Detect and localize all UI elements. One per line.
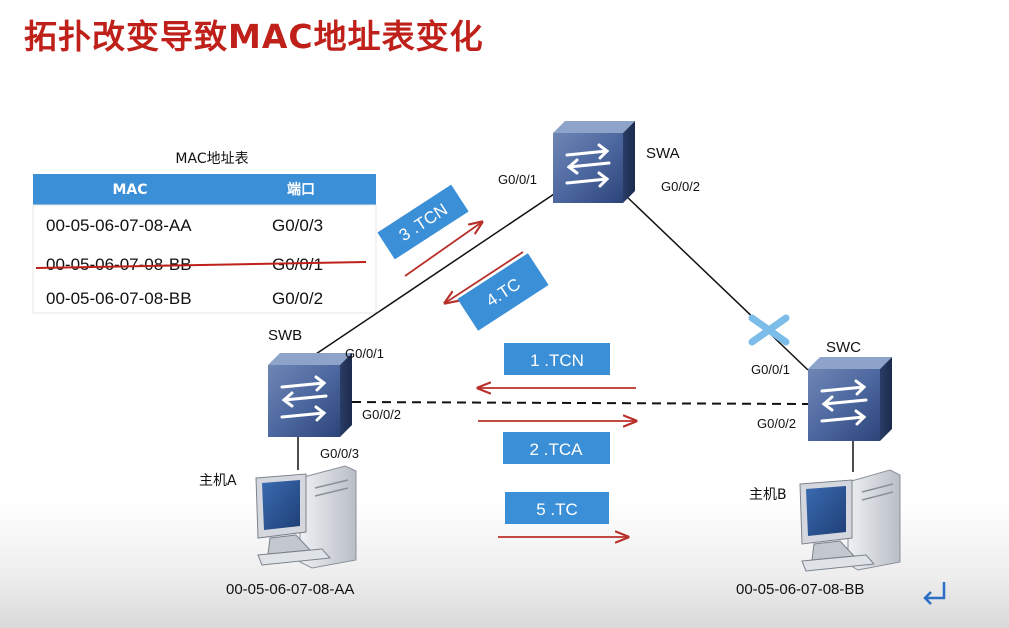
computer-icon: [255, 465, 357, 569]
column-header-port: 端口: [287, 181, 315, 198]
port-label: G0/0/1: [498, 172, 537, 187]
strikethrough-line: [35, 261, 367, 269]
host-name: 主机A: [199, 473, 237, 489]
table-row: 00-05-06-07-08-BB G0/0/2: [46, 289, 323, 308]
port-label: G0/0/2: [757, 416, 796, 431]
host-a: 主机A 00-05-06-07-08-AA: [199, 465, 357, 598]
link-failure-icon: [748, 314, 790, 346]
switch-icon: [808, 369, 880, 441]
mac-table-caption: MAC地址表: [175, 151, 248, 167]
mac-table-body: [32, 204, 377, 314]
page-title: 拓扑改变导致MAC地址表变化: [24, 17, 484, 56]
table-cell-mac: 00-05-06-07-08-BB: [46, 255, 192, 274]
message-1-tcn: 1 .TCN: [504, 343, 610, 375]
message-4-tc: 4.TC: [457, 253, 549, 331]
port-label: G0/0/3: [320, 446, 359, 461]
return-arrow-icon[interactable]: [923, 582, 946, 605]
host-mac: 00-05-06-07-08-AA: [226, 581, 354, 598]
table-cell-port: G0/0/1: [272, 255, 323, 274]
table-row: 00-05-06-07-08-BB G0/0/1: [35, 255, 367, 274]
table-row: 00-05-06-07-08-AA G0/0/3: [46, 216, 323, 235]
switch-icon: [553, 133, 623, 203]
arrow-3-tcn: [404, 222, 482, 277]
table-cell-port: G0/0/3: [272, 216, 323, 235]
host-b: 主机B 00-05-06-07-08-BB: [736, 469, 901, 598]
message-label: 2 .TCA: [530, 440, 584, 459]
computer-icon: [799, 469, 901, 572]
switch-name-swc: SWC: [826, 339, 861, 356]
switch-name-swa: SWA: [646, 145, 680, 162]
port-label: G0/0/1: [345, 346, 384, 361]
message-5-tc: 5 .TC: [505, 492, 609, 524]
link-swb-swa: [309, 189, 561, 359]
mac-table: MAC地址表 MAC 端口 00-05-06-07-08-AA G0/0/3 0…: [32, 151, 377, 314]
table-cell-mac: 00-05-06-07-08-BB: [46, 289, 192, 308]
arrow-4-tc: [445, 251, 524, 303]
table-cell-mac: 00-05-06-07-08-AA: [46, 216, 192, 235]
switch-swb: [268, 353, 352, 437]
message-2-tca: 2 .TCA: [503, 432, 610, 464]
switch-swc: [808, 357, 892, 441]
table-cell-port: G0/0/2: [272, 289, 323, 308]
message-3-tcn: 3 .TCN: [377, 184, 469, 260]
port-label: G0/0/2: [661, 179, 700, 194]
port-label: G0/0/2: [362, 407, 401, 422]
switch-swa: [553, 121, 635, 203]
switch-name-swb: SWB: [268, 327, 302, 344]
host-mac: 00-05-06-07-08-BB: [736, 581, 864, 598]
switch-icon: [268, 365, 340, 437]
link-swa-swc: [624, 194, 809, 371]
message-label: 5 .TC: [536, 500, 578, 519]
port-label: G0/0/1: [751, 362, 790, 377]
message-label: 1 .TCN: [530, 351, 584, 370]
column-header-mac: MAC: [112, 182, 147, 198]
host-name: 主机B: [749, 487, 787, 503]
mac-table-header: [33, 174, 376, 205]
link-swb-swc-blocked: [351, 401, 809, 405]
